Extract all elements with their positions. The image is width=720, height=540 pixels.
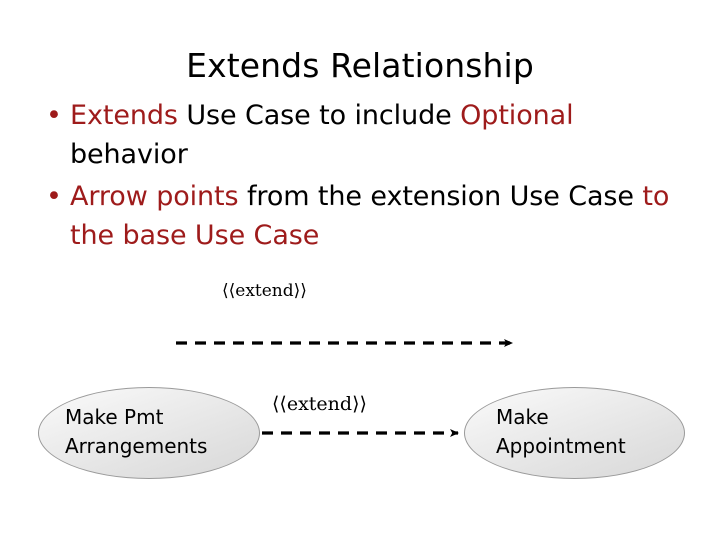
use-case-make-appointment[interactable]: Make Appointment [464,387,685,479]
stereotype-label-top: ⟨⟨extend⟩⟩ [222,281,307,301]
use-case-label: Make Pmt Arrangements [65,405,208,458]
diagram-arrows [176,339,513,437]
list-item: • Extends Use Case to include Optional b… [24,96,696,174]
bullet-1-segment-4: behavior [70,139,188,170]
bullet-2-segment-3: to the base Use Case [70,181,670,251]
page-title: Extends Relationship [186,46,534,85]
use-case-make-pmt-arrangements[interactable]: Make Pmt Arrangements [38,387,260,479]
use-case-label: Make Appointment [496,405,626,458]
bullet-list: • Extends Use Case to include Optional b… [24,96,696,255]
bullet-1-segment-2: Use Case to include [186,100,461,131]
bullet-2-segment-1: Arrow points [70,181,247,212]
bullet-marker-icon: • [46,100,62,131]
bullet-1-segment-3: Optional [460,100,574,131]
list-item: • Arrow points from the extension Use Ca… [24,177,696,255]
bullet-1-segment-1: Extends [70,100,187,131]
uml-use-case-diagram: ⟨⟨extend⟩⟩ Make Pmt Arrangements ⟨⟨exten… [0,265,720,495]
bullet-marker-icon: • [46,181,62,212]
bullet-2-segment-2: from the extension Use Case [247,181,643,212]
stereotype-label-middle: ⟨⟨extend⟩⟩ [272,393,367,415]
